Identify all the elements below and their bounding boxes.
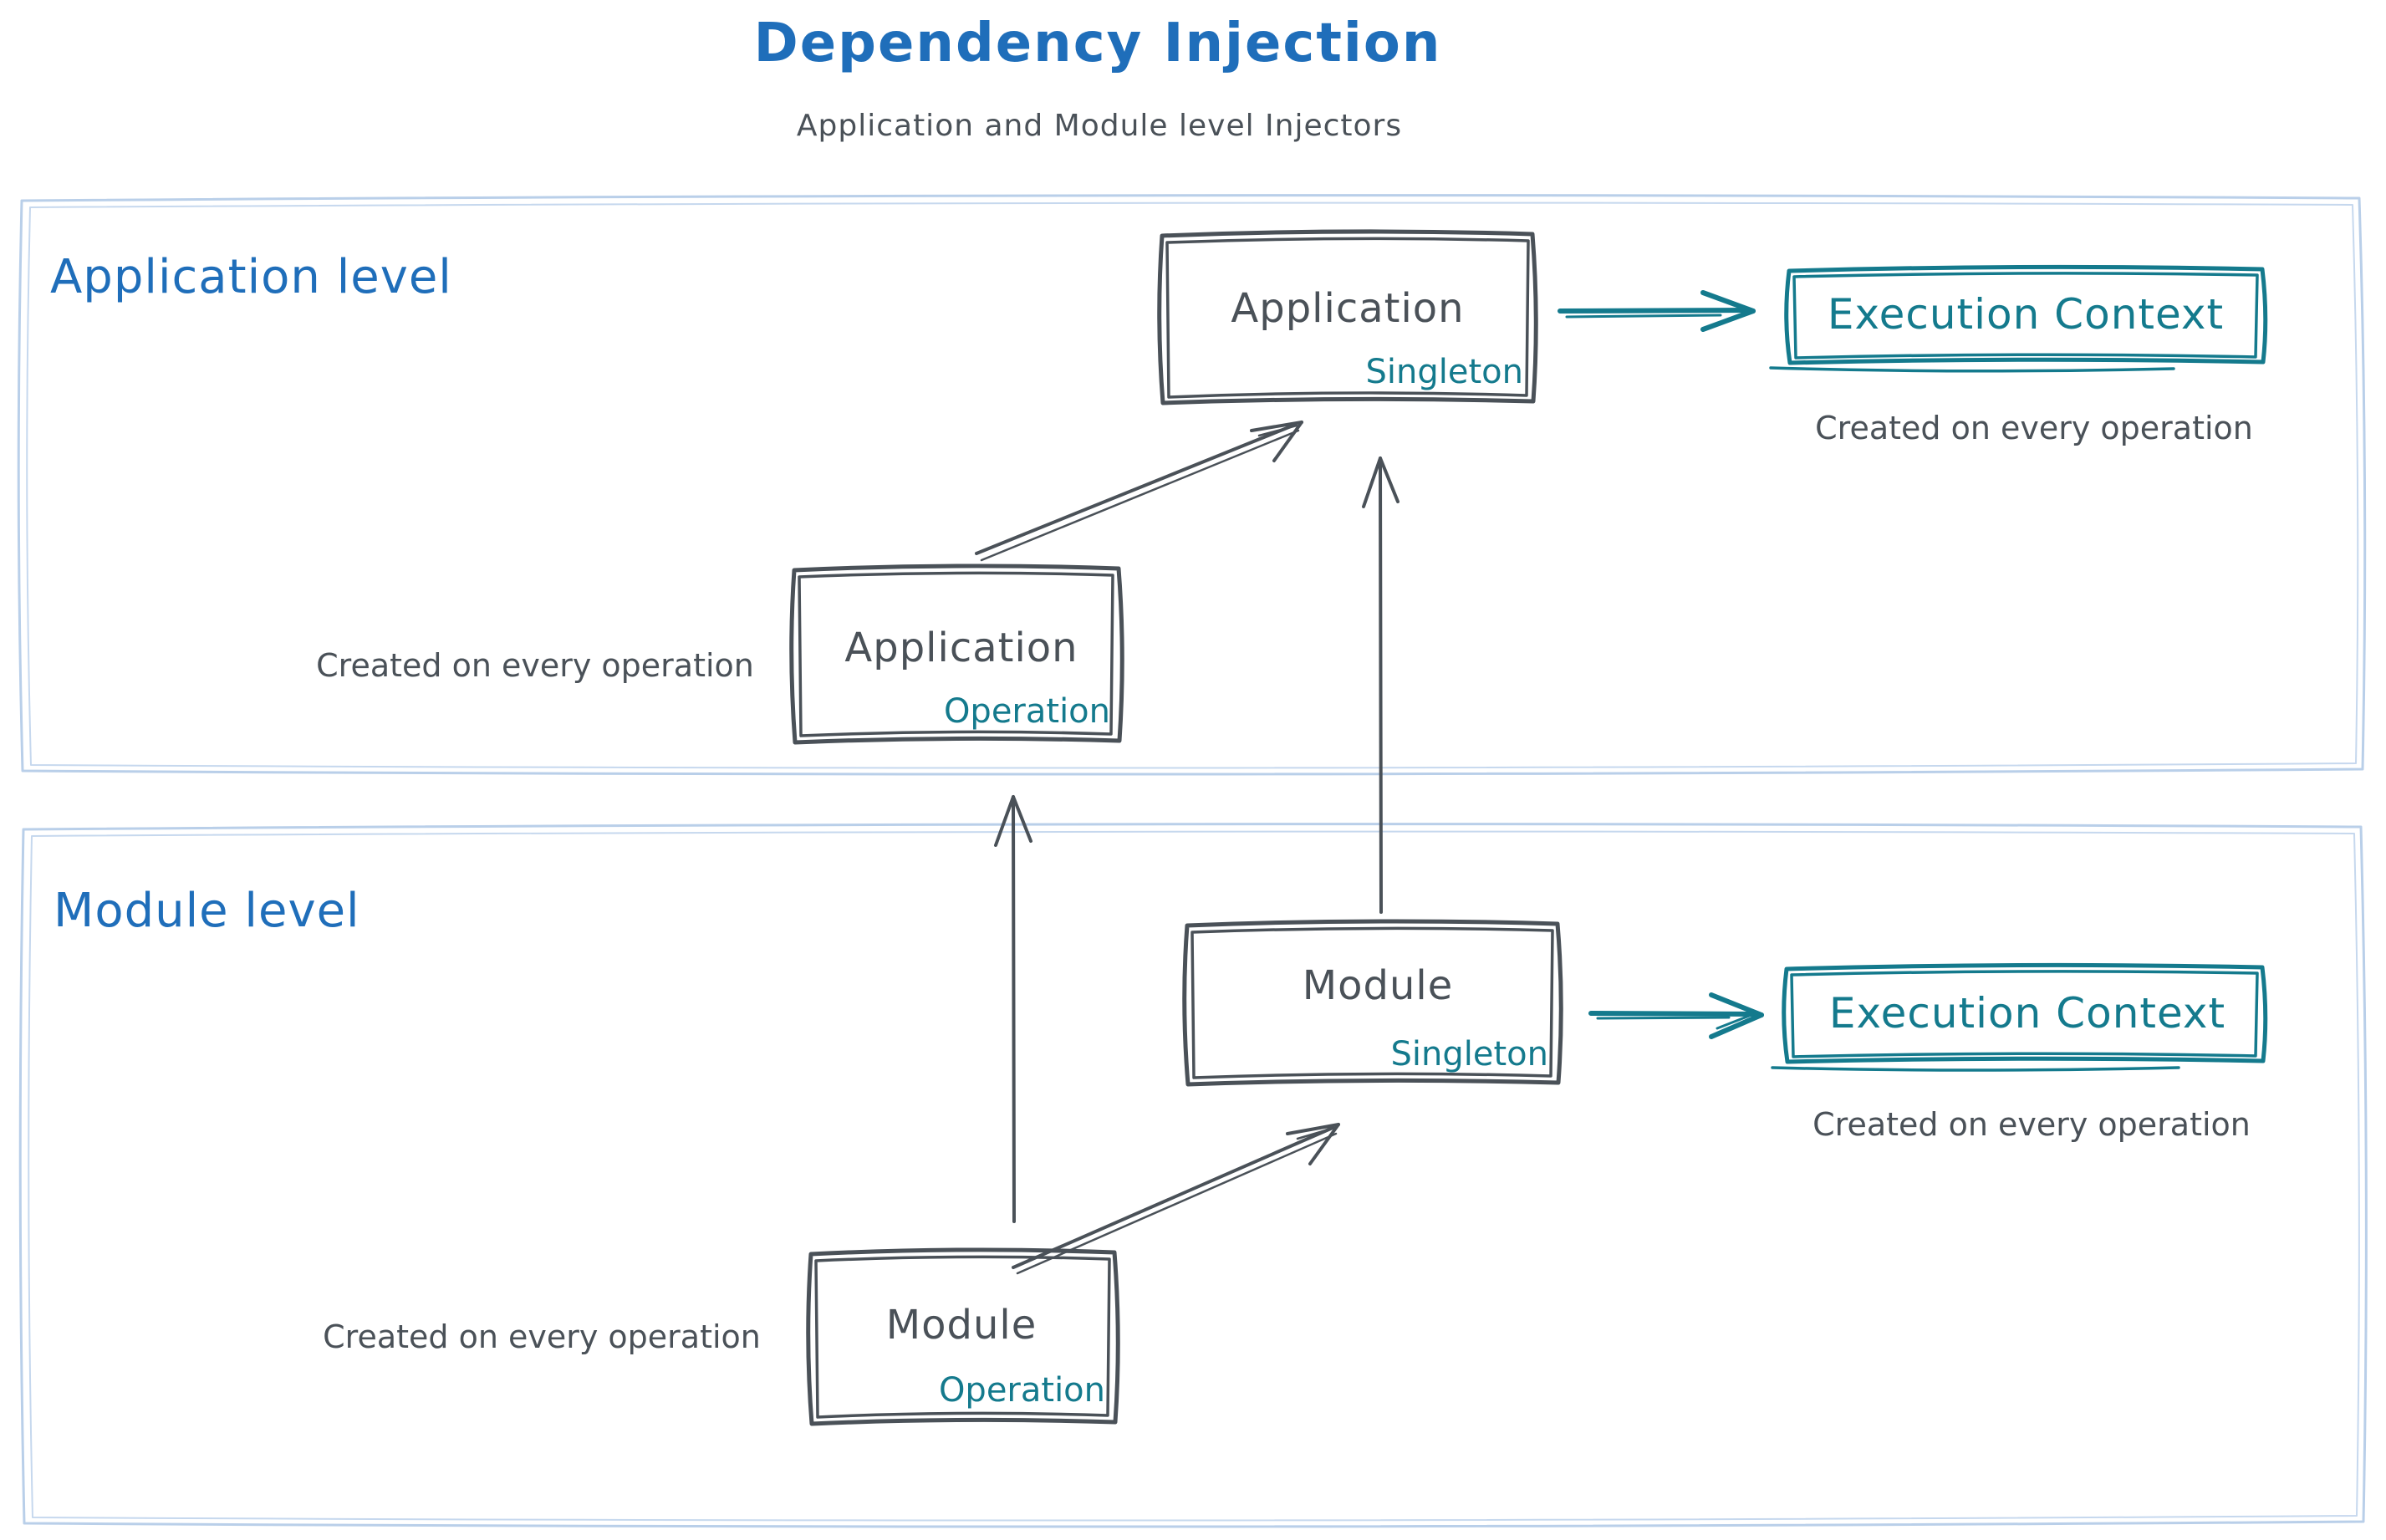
- arrow-module-operation-to-module-singleton: [1012, 1123, 1340, 1275]
- app-singleton-name: Application: [1231, 285, 1465, 332]
- arrow-app-singleton-to-execution-context: [1558, 290, 1756, 332]
- arrow-module-operation-to-app-operation: [994, 795, 1032, 1223]
- module-singleton-box: [1182, 919, 1563, 1087]
- diagram-title: Dependency Injection: [753, 13, 1442, 74]
- module-level-label: Module level: [54, 884, 360, 938]
- arrow-module-singleton-to-app-singleton: [1362, 456, 1399, 914]
- arrow-module-singleton-to-execution-context: [1588, 992, 1764, 1039]
- app-operation-name: Application: [844, 625, 1078, 671]
- arrow-app-operation-to-app-singleton: [975, 421, 1303, 562]
- app-operation-caption: Created on every operation: [316, 647, 754, 684]
- module-level-container: [18, 823, 2368, 1528]
- module-operation-box: [806, 1247, 1120, 1426]
- app-execution-context-caption: Created on every operation: [1815, 410, 2253, 446]
- module-operation-scope: Operation: [938, 1371, 1105, 1410]
- app-operation-scope: Operation: [943, 692, 1110, 731]
- module-execution-context-box: [1771, 962, 2268, 1072]
- application-level-container: [17, 194, 2367, 776]
- module-singleton-name: Module: [1302, 962, 1454, 1009]
- module-execution-context-label: Execution Context: [1828, 989, 2226, 1038]
- app-singleton-scope: Singleton: [1365, 353, 1523, 391]
- app-singleton-box: [1157, 229, 1538, 405]
- module-operation-caption: Created on every operation: [323, 1318, 761, 1355]
- module-singleton-scope: Singleton: [1390, 1035, 1548, 1073]
- app-operation-box: [789, 563, 1124, 745]
- module-operation-name: Module: [885, 1302, 1038, 1349]
- diagram-subtitle: Application and Module level Injectors: [796, 109, 1403, 143]
- app-execution-context-label: Execution Context: [1827, 290, 2225, 339]
- application-level-label: Application level: [50, 250, 452, 304]
- app-execution-context-box: [1769, 264, 2268, 373]
- module-execution-context-caption: Created on every operation: [1812, 1106, 2251, 1143]
